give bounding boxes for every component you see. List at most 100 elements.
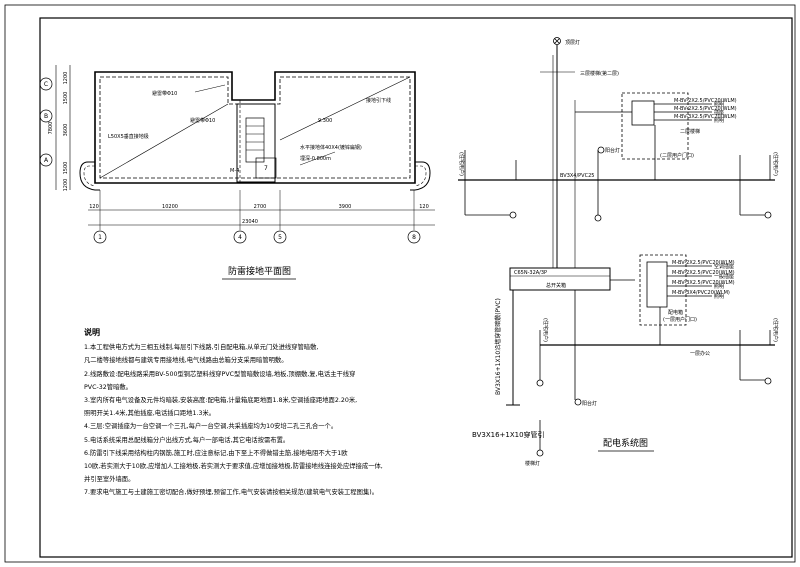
note-line: 5.电话系统采用总配线箱分户出线方式,每户一部电话,其它电话按需布置。 — [84, 436, 290, 444]
dim-bottom-value: 3900 — [339, 204, 352, 210]
note-line: 照明开关1.4米,其他插座,电话插口距地1.3米。 — [84, 410, 216, 418]
note-line: 4.三层:空调插座为一台空调一个三孔,每户一台空调,共采插座均为10安培二孔三孔… — [84, 423, 338, 431]
dim-left-total: 7800 — [48, 122, 54, 135]
first-floor-tag: 一层办公 — [690, 350, 710, 357]
dims-left: 1200 1500 3600 1500 1200 — [63, 72, 69, 192]
down-wire-label: L50X5垂直接地极 — [108, 133, 149, 140]
dim-bottom-value: 120 — [419, 204, 429, 210]
leader-1 — [194, 84, 226, 93]
circuits-upper: M-BV-2X2.5/PVC20(WLM) M-BV-2X2.5/PVC20(WL… — [674, 98, 737, 124]
dim-left-value: 1500 — [63, 92, 69, 105]
dim-left-value: 1500 — [63, 162, 69, 175]
belt-label-mid: 避雷带Φ10 — [190, 117, 215, 124]
building-outline — [94, 71, 416, 184]
incoming-cable-label-2: BV3X16+1X10穿管引 — [472, 430, 545, 439]
upper-mid-lamp2 — [594, 214, 602, 222]
stair-room — [255, 157, 277, 179]
upper-circuit-load: 照明 — [714, 102, 724, 108]
lightning-ground-plan — [55, 65, 435, 230]
upper-circuit-spec: M-BV-2X2.5/PVC20(WLM) — [674, 106, 737, 112]
main-box-label: 总开关箱 — [546, 282, 566, 289]
design-notes: 说明 1.本工程供电方式为三相五线制,每层引下线路,引自配电箱,从单元门处进线穿… — [84, 326, 414, 500]
axis-bubble-A-label: A — [44, 157, 49, 164]
lower-circuit-load: 一般插座 — [714, 273, 734, 280]
lower-right-lamp — [764, 377, 772, 385]
axis-bubble-5-label: 5 — [278, 234, 282, 241]
axis-bubble-5 — [273, 230, 287, 244]
axis-bubble-C — [39, 77, 53, 91]
axis-bubble-4-label: 4 — [238, 234, 242, 241]
user-tag-left-lower: (住宅用户) — [542, 318, 549, 342]
hall-lamp-lower: 阳台灯 — [582, 400, 597, 407]
plan-title: 防雷接地平面图 — [228, 265, 291, 277]
axis-bubble-B — [39, 109, 53, 123]
main-switch-box — [509, 267, 611, 291]
note-line: PVC-32管暗敷。 — [84, 383, 132, 391]
lower-panel-label: 配电箱 — [668, 309, 683, 316]
upper-mid-lamp — [597, 146, 605, 154]
dim-left-value: 1200 — [63, 179, 69, 192]
upper-right-lamp — [764, 211, 772, 219]
dim-total: 23040 — [242, 219, 258, 225]
note-line: 2.线路敷设:配电线路采用BV-500型铜芯塑料线穿PVC型管暗敷设墙,地板,顶… — [84, 370, 356, 378]
note-line: 7.要求电气施工与土建施工密切配合,做好预埋,预留工作,电气安装请按相关规范(建… — [84, 489, 378, 497]
lower-circuit-load: 照明 — [714, 294, 724, 300]
upper-circuit-spec: M-BV-2X2.5/PVC20(WLM) — [674, 98, 737, 104]
dim-bottom-value: 120 — [89, 204, 99, 210]
feeder-label: BV3X4/PVC25 — [560, 173, 594, 179]
lower-circuit-spec: M-BV-3X2.5/PVC20(WLM) — [672, 280, 735, 286]
dim-bottom-value: 10200 — [162, 204, 178, 210]
left-end-bay — [79, 161, 100, 191]
axis-bubble-B-label: B — [44, 113, 48, 120]
horizontal-label: 水平接地体40X4(镀锌扁钢) — [300, 144, 362, 151]
top-lamp-symbol — [553, 37, 561, 45]
outer-frame — [4, 4, 796, 563]
stair-core — [236, 103, 276, 183]
lower-panel-box — [639, 254, 687, 326]
note-line: 3.室内所有电气设备及元件均暗装,安装高度:配电箱,计量箱底距地面1.8米,空调… — [84, 397, 358, 405]
upper-circuit-load: 照明 — [714, 118, 724, 124]
lower-circuit-spec: M-BV-2X2.5/PVC20(WLM) — [672, 270, 735, 276]
note-line: 1.本工程供电方式为三相五线制,每层引下线路,引自配电箱,从单元门处进线穿管暗敷… — [84, 344, 319, 352]
hall-lamp-upper: 阳台灯 — [605, 147, 620, 154]
lower-circuit-spec: M-BV-2X2.5/PVC20(WLM) — [672, 260, 735, 266]
ground-label: 接地引下线 — [366, 97, 391, 104]
inner-frame — [39, 17, 793, 558]
note-line: 凡二楼等接地线都与建筑专用接地线,电气线路由总箱分支采用暗管明敷。 — [84, 357, 288, 365]
notes-heading: 说明 — [84, 328, 100, 337]
axis-bubble-8-label: 8 — [412, 234, 416, 241]
depth-label: 埋深-0.800m — [300, 155, 331, 162]
dim-left-value: 1200 — [63, 72, 69, 85]
axis-bubble-A — [39, 153, 53, 167]
axis-bubble-1-label: 1 — [98, 234, 102, 241]
lower-circuit-spec: M-BV-3X4/PVC20(WLM) — [672, 290, 730, 296]
note-line: 6.防雷引下线采用结构柱内钢筋,施工时,应注意标记,由下至上不得做错主筋,接地电… — [84, 449, 348, 457]
lower-breakers — [646, 261, 668, 308]
top-lamp-label: 顶层灯 — [565, 39, 580, 46]
third-floor-label: 三层楼梯(第二层) — [580, 70, 619, 77]
axis-bubble-4 — [233, 230, 247, 244]
stair-lamp — [536, 449, 544, 457]
note-line: 10欧,若实测大于10欧,应增加人工接地极,若实测大于要求值,应增加接地极,防雷… — [84, 463, 383, 471]
breaker-label: C65N-32A/3P — [514, 270, 547, 276]
stair-well — [245, 117, 265, 163]
axis-bubble-C-label: C — [44, 81, 48, 88]
level-label: 9.300 — [318, 118, 332, 124]
ground-conductor-2 — [279, 76, 411, 141]
axes-left: C B A — [39, 77, 53, 167]
lightning-belt-line — [99, 76, 411, 179]
axis-bubble-1 — [93, 230, 107, 244]
incoming-cable-label: BV3X16+1X10沿墙穿管暗敷(PVC) — [494, 298, 502, 395]
lower-panel-sub: (一层用户门口) — [663, 316, 697, 323]
lamp-cross — [554, 38, 560, 44]
stair-mark2: M-4 — [230, 168, 239, 174]
stair-lamp-label: 楼梯灯 — [525, 460, 540, 467]
lower-circuit-load: 照明 — [714, 284, 724, 290]
ground-conductor-1 — [99, 103, 229, 179]
notes-list: 1.本工程供电方式为三相五线制,每层引下线路,引自配电箱,从单元门处进线穿管暗敷… — [84, 341, 414, 499]
user-tag-left-upper: (住宅用户) — [458, 152, 465, 176]
leader-2 — [299, 151, 336, 166]
dim-left-value: 3600 — [63, 124, 69, 137]
